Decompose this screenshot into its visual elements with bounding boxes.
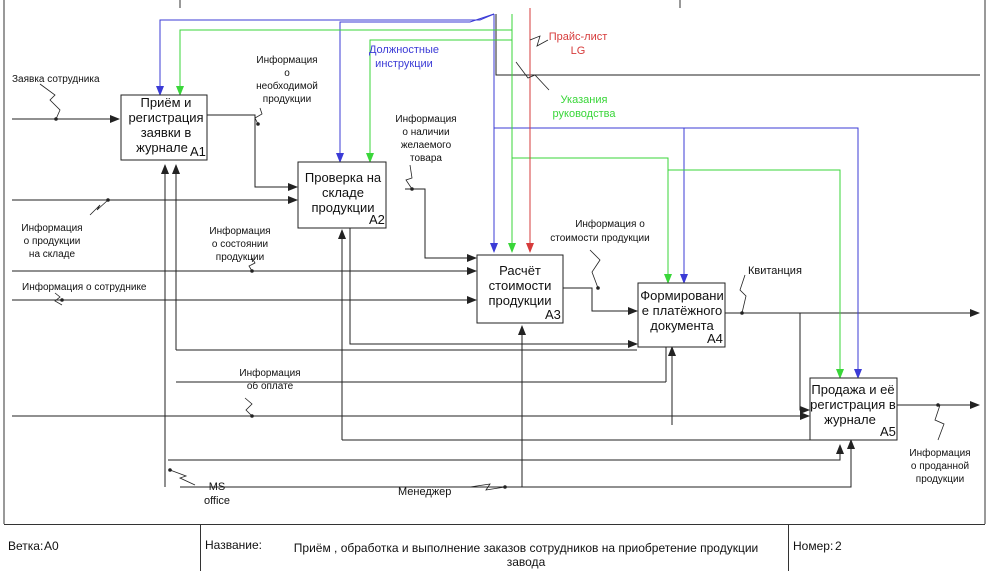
label-dolzhnostnye-1: инструкции — [375, 58, 433, 70]
label-info-stoimosti-0: Информация о — [575, 218, 645, 230]
label-info-nalichii-1: о наличии — [402, 127, 449, 138]
blue-arrows — [156, 13, 862, 379]
label-squiggles — [39, 35, 945, 491]
label-ms-office-0: MS — [209, 481, 226, 493]
idef0-diagram: Приём и регистрация заявки в журнале A1 … — [3, 0, 986, 524]
box-A3-line-0: Расчёт — [499, 263, 541, 278]
box-A4-line-2: документа — [650, 318, 714, 333]
label-info-prodannoy-1: о проданной — [911, 461, 969, 472]
label-info-nalichii-0: Информация — [395, 113, 456, 125]
footer-nazvanie-label: Название: — [205, 538, 262, 552]
box-A3-number: A3 — [545, 307, 561, 322]
label-zayavka: Заявка сотрудника — [12, 74, 100, 85]
label-info-sotrudnike: Информация о сотруднике — [22, 281, 147, 293]
box-A5-line-2: журнале — [824, 412, 876, 427]
box-A3-line-2: продукции — [489, 293, 552, 308]
footer-nazvanie-line-1: завода — [506, 555, 546, 569]
black-arrows — [12, 14, 980, 488]
frame — [3, 0, 986, 524]
box-A1-line-2: заявки в — [141, 125, 192, 140]
box-A1-number: A1 — [190, 144, 206, 159]
box-A2[interactable]: Проверка на складе продукции A2 — [297, 161, 387, 229]
box-A5-line-0: Продажа и её — [811, 382, 894, 397]
label-menedzher: Менеджер — [398, 486, 451, 498]
green-arrows — [176, 14, 844, 379]
label-kvitanciya: Квитанция — [748, 265, 802, 277]
label-info-nalichii-3: товара — [410, 153, 442, 164]
label-dolzhnostnye-0: Должностные — [369, 44, 439, 56]
box-A3-line-1: стоимости — [489, 278, 552, 293]
label-ms-office-1: office — [204, 495, 230, 507]
box-A2-line-2: продукции — [312, 200, 375, 215]
label-info-prodannoy-0: Информация — [909, 447, 970, 459]
box-A2-line-1: складе — [322, 185, 364, 200]
footer-nomer-label: Номер: — [793, 539, 834, 553]
box-A5[interactable]: Продажа и её регистрация в журнале A5 — [809, 377, 898, 441]
label-ukazaniya-0: Указания — [561, 94, 608, 106]
label-info-sklad-1: о продукции — [24, 236, 81, 247]
footer-nomer: Номер: 2 — [788, 525, 986, 571]
box-A1-line-1: регистрация — [128, 110, 203, 125]
label-info-sostoyanii-1: о состоянии — [212, 239, 268, 250]
box-A5-number: A5 — [880, 424, 896, 439]
label-info-prodannoy-2: продукции — [916, 474, 964, 485]
footer-nomer-value: 2 — [835, 539, 842, 553]
footer-vetka-label: Ветка: — [8, 539, 44, 553]
box-A3[interactable]: Расчёт стоимости продукции A3 — [476, 254, 564, 324]
arrow-labels: Заявка сотрудника Информация о необходим… — [12, 31, 971, 507]
footer-vetka: Ветка: A0 — [4, 525, 200, 571]
label-info-nuzhnoy-3: продукции — [263, 94, 311, 105]
label-info-sostoyanii-2: продукции — [216, 252, 264, 263]
label-info-sostoyanii-0: Информация — [209, 225, 270, 237]
label-info-nuzhnoy-2: необходимой — [256, 80, 318, 92]
label-info-nalichii-2: желаемого — [401, 140, 452, 151]
box-A4[interactable]: Формировани е платёжного документа A4 — [637, 282, 726, 348]
box-A2-number: A2 — [369, 212, 385, 227]
box-A5-line-1: регистрация в — [810, 397, 896, 412]
box-A2-line-0: Проверка на — [305, 170, 382, 185]
label-info-sklad-2: на складе — [29, 249, 76, 260]
label-dots — [54, 117, 940, 489]
box-A1-line-3: журнале — [136, 140, 188, 155]
diagram-footer: Ветка: A0 Название: Приём , обработка и … — [4, 524, 985, 571]
box-A4-number: A4 — [707, 331, 723, 346]
footer-vetka-value: A0 — [44, 539, 59, 553]
label-info-sklad-0: Информация — [21, 222, 82, 234]
label-info-oplate-1: об оплате — [247, 380, 294, 392]
box-A4-line-0: Формировани — [640, 288, 723, 303]
box-A1-line-0: Приём и — [141, 95, 192, 110]
label-prays-1: LG — [571, 45, 586, 57]
footer-nazvanie-line-0: Приём , обработка и выполнение заказов с… — [293, 541, 759, 555]
label-info-oplate-0: Информация — [239, 367, 300, 379]
label-info-nuzhnoy-0: Информация — [256, 54, 317, 66]
label-prays-0: Прайс-лист — [549, 31, 608, 43]
label-info-stoimosti-1: стоимости продукции — [550, 233, 649, 244]
label-info-nuzhnoy-1: о — [284, 68, 290, 79]
label-ukazaniya-1: руководства — [553, 108, 617, 120]
box-A1[interactable]: Приём и регистрация заявки в журнале A1 — [120, 94, 208, 161]
box-A4-line-1: е платёжного — [642, 303, 722, 318]
footer-nazvanie: Название: Приём , обработка и выполнение… — [200, 525, 789, 571]
footer-nazvanie-value: Приём , обработка и выполнение заказов с… — [271, 541, 781, 569]
